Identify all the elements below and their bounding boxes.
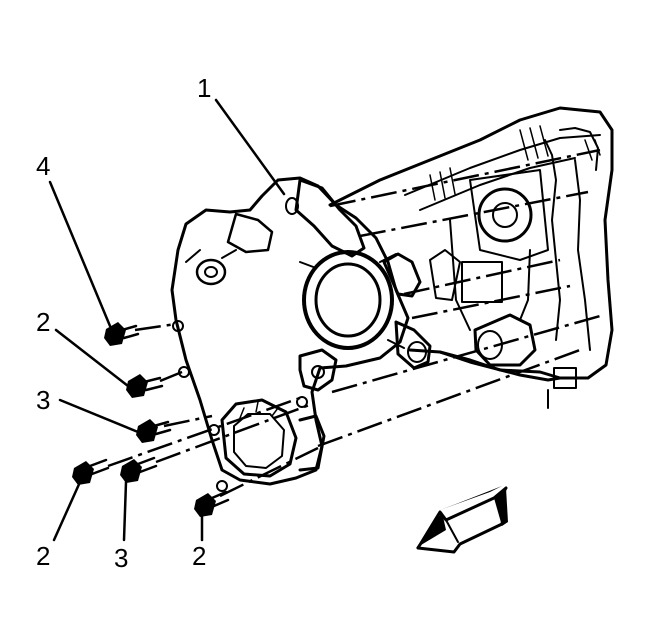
callout-2-lower-left: 2: [36, 541, 50, 571]
alignment-lines: [107, 148, 601, 498]
bolt-2-left: [72, 458, 110, 485]
callout-2-upper: 2: [36, 307, 50, 337]
callout-2-lower-right: 2: [192, 541, 206, 571]
callout-4: 4: [36, 151, 50, 181]
bolt-3-upper: [136, 419, 172, 443]
leader-lines: [48, 98, 286, 542]
front-direction-arrow-icon: [416, 486, 508, 554]
bolt-2-upper: [126, 374, 164, 398]
callout-3-lower: 3: [114, 543, 128, 573]
bolt-3-lower: [120, 456, 158, 483]
bolt-2-lower: [194, 490, 230, 517]
front-cover: [170, 176, 432, 492]
callout-1: 1: [197, 73, 211, 103]
bolt-4: [104, 322, 140, 346]
callout-3-upper: 3: [36, 385, 50, 415]
